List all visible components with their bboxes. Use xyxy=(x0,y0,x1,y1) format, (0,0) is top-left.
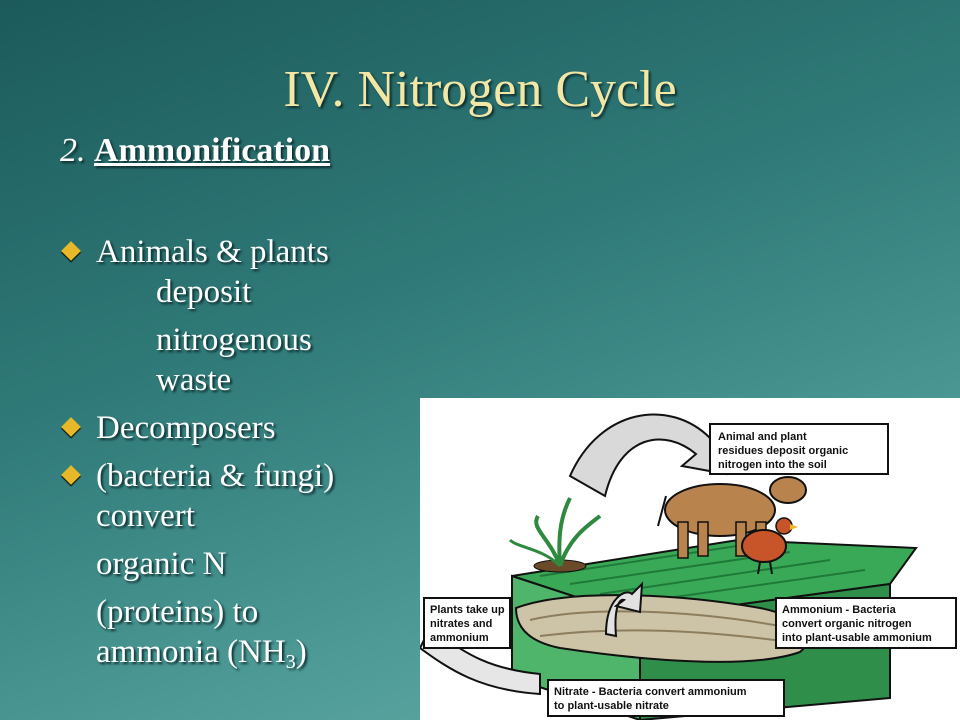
slide-title: IV. Nitrogen Cycle xyxy=(283,61,677,118)
label-line: nitrates and xyxy=(430,618,492,630)
diamond-bullet-icon xyxy=(61,417,81,437)
label-line: ammonium xyxy=(430,632,489,644)
label-line: Plants take up xyxy=(430,604,505,616)
uptake-arrow xyxy=(604,581,644,638)
bullet-text: ammonia (NH xyxy=(96,634,286,670)
nitrogen-cycle-diagram: Animal and plant residues deposit organi… xyxy=(420,398,960,720)
diagram-svg: Animal and plant residues deposit organi… xyxy=(420,413,957,720)
chicken-icon xyxy=(741,517,798,575)
subtitle-number: 2. xyxy=(60,132,86,169)
label-line: convert organic nitrogen xyxy=(782,618,912,630)
bullet-text: ammonia (NH3) xyxy=(60,632,420,682)
bullet-item: (bacteria & fungi) xyxy=(60,456,420,496)
label-line: Nitrate - Bacteria convert ammonium xyxy=(554,686,747,698)
subtitle-text: Ammonification xyxy=(94,132,331,169)
bullet-text: Decomposers xyxy=(96,410,276,446)
bullet-item: Animals & plants xyxy=(60,232,420,272)
label-line: Animal and plant xyxy=(718,431,807,443)
label-line: to plant-usable nitrate xyxy=(554,700,669,712)
label-line: nitrogen into the soil xyxy=(718,459,827,471)
subscript: 3 xyxy=(285,651,296,673)
diamond-bullet-icon xyxy=(61,241,81,261)
diamond-bullet-icon xyxy=(61,465,81,485)
label-line: into plant-usable ammonium xyxy=(782,632,932,644)
bullet-item: Decomposers xyxy=(60,408,420,448)
bullet-text: deposit xyxy=(156,274,252,310)
label-box-residues: Animal and plant residues deposit organi… xyxy=(709,423,889,475)
bullet-list: Animals & plants deposit nitrogenous was… xyxy=(60,232,420,682)
bullet-text: convert xyxy=(96,498,195,534)
label-box-nitrate: Nitrate - Bacteria convert ammonium to p… xyxy=(547,679,785,717)
cycle-arrow-top xyxy=(568,413,728,498)
label-line: residues deposit organic xyxy=(718,445,848,457)
bullet-text: waste xyxy=(156,362,232,398)
label-box-plants: Plants take up nitrates and ammonium xyxy=(423,597,511,649)
slide-subtitle: 2. Ammonification xyxy=(60,132,330,170)
bullet-text: (bacteria & fungi) xyxy=(96,458,335,494)
bullet-text: (proteins) to xyxy=(96,594,259,630)
label-box-ammonium: Ammonium - Bacteria convert organic nitr… xyxy=(775,597,957,649)
bullet-text: Animals & plants xyxy=(96,234,329,270)
plant-icon xyxy=(508,497,602,573)
bullet-text: ) xyxy=(295,634,307,670)
bullet-text: nitrogenous xyxy=(156,322,312,358)
bullet-text: organic N xyxy=(96,546,227,582)
label-line: Ammonium - Bacteria xyxy=(782,604,897,616)
